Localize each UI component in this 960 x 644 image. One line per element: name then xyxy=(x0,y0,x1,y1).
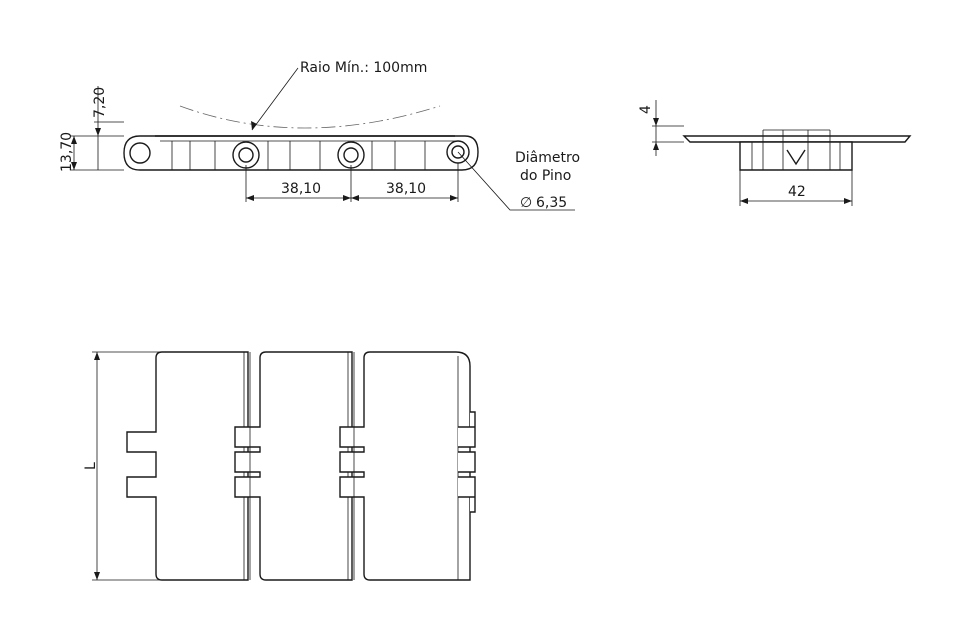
arrowhead xyxy=(343,195,351,201)
pin-diameter-leader xyxy=(457,151,575,211)
radius-label: Raio Mín.: 100mm xyxy=(300,60,427,76)
dim-720: 7,20 xyxy=(92,87,108,118)
arrowhead xyxy=(351,195,359,201)
pin-hole xyxy=(343,147,359,163)
chain-link-body xyxy=(123,135,479,171)
chain-plate-1 xyxy=(126,351,249,581)
pin-diameter-value: 6,35 xyxy=(536,195,567,211)
diameter-symbol: ∅ xyxy=(520,195,532,211)
arrowhead xyxy=(653,142,659,150)
hinge-detail xyxy=(762,129,831,170)
arrowhead xyxy=(653,118,659,126)
plan-view: L xyxy=(83,351,476,581)
hinge-body xyxy=(739,141,853,171)
dim-1370: 13,70 xyxy=(59,132,75,172)
pin-diameter-label-1: Diâmetro xyxy=(515,150,580,166)
arrowhead xyxy=(94,572,100,580)
arrowhead xyxy=(844,198,852,204)
min-radius-arc xyxy=(179,105,441,129)
pin-hole xyxy=(129,142,151,164)
arrowhead xyxy=(95,128,101,136)
arrowhead xyxy=(251,121,257,130)
chain-plate-3 xyxy=(339,351,471,581)
arrowhead xyxy=(740,198,748,204)
dim-L-lines xyxy=(92,351,160,581)
dim-42-lines xyxy=(739,170,853,206)
chain-plate-2 xyxy=(234,351,353,581)
end-view: 4 42 xyxy=(638,100,912,206)
link-divider xyxy=(371,141,426,170)
arrowhead xyxy=(450,195,458,201)
radius-leader xyxy=(251,67,299,131)
pitch-extension-lines xyxy=(245,163,459,202)
dim-4: 4 xyxy=(638,105,654,114)
dim-42: 42 xyxy=(788,184,806,200)
top-plate xyxy=(682,135,912,143)
arrowhead xyxy=(94,352,100,360)
link-divider xyxy=(267,141,321,170)
right-tabs xyxy=(458,411,476,513)
side-view: Raio Mín.: 100mm 7,20 13,70 38,10 38,10 … xyxy=(59,60,580,211)
link-divider xyxy=(171,141,216,170)
pitch-2: 38,10 xyxy=(386,181,426,197)
v-notch xyxy=(786,149,806,166)
arrowhead xyxy=(71,136,77,144)
pin-diameter-label-2: do Pino xyxy=(520,168,571,184)
hinge-detail xyxy=(751,142,841,170)
arrowhead xyxy=(246,195,254,201)
pin-hole xyxy=(451,145,465,159)
dim-L: L xyxy=(83,462,99,470)
pin-hole xyxy=(238,147,254,163)
pitch-1: 38,10 xyxy=(281,181,321,197)
arrowhead xyxy=(71,162,77,170)
